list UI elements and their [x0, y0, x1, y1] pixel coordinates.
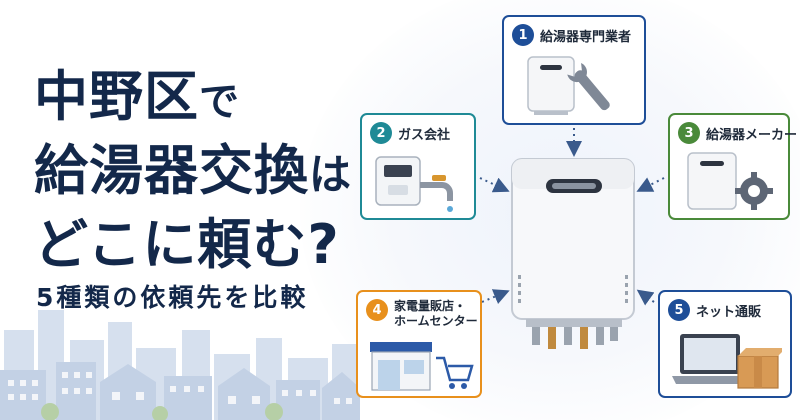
option-card-gas-company: 2 ガス会社: [360, 113, 476, 220]
option-title: 2 ガス会社: [370, 122, 450, 144]
gear-heater-icon: [687, 152, 773, 210]
gas-meter-icon: [375, 156, 453, 212]
headline-line2: 給湯器交換は: [34, 139, 353, 202]
option-number-badge: 1: [512, 24, 534, 46]
option-label: 給湯器専門業者: [540, 29, 632, 45]
wrench-heater-icon: [527, 56, 610, 115]
option-title: 5 ネット通販: [668, 299, 761, 321]
water-heater-icon: [511, 158, 635, 349]
option-title: 4 家電量販店・ ホームセンター: [366, 299, 478, 329]
option-number-badge: 2: [370, 122, 392, 144]
laptop-box-icon: [672, 334, 782, 389]
option-title: 1 給湯器専門業者: [512, 24, 631, 46]
option-number-badge: 3: [678, 122, 700, 144]
option-label: 給湯器メーカー: [706, 127, 798, 143]
option-label-line1: 家電量販店・: [394, 299, 467, 313]
city-skyline-illustration: [0, 310, 360, 420]
option-title: 3 給湯器メーカー: [678, 122, 797, 144]
option-card-manufacturer: 3 給湯器メーカー: [668, 113, 797, 220]
headline-line3: どこに頼む?: [34, 213, 340, 276]
headline-line1: 中野区で: [34, 65, 240, 128]
option-card-specialist: 1 給湯器専門業者: [502, 15, 646, 125]
option-number-badge: 4: [366, 299, 388, 321]
option-label: ネット通販: [696, 304, 762, 320]
option-card-retail-store: 4 家電量販店・ ホームセンター: [356, 290, 482, 398]
option-number-badge: 5: [668, 299, 690, 321]
subtitle: 5種類の依頼先を比較: [36, 283, 309, 312]
option-label-line2: ホームセンター: [394, 314, 478, 328]
store-cart-icon: [370, 342, 474, 391]
option-card-online-shop: 5 ネット通販: [658, 290, 792, 398]
option-label: ガス会社: [398, 127, 451, 143]
